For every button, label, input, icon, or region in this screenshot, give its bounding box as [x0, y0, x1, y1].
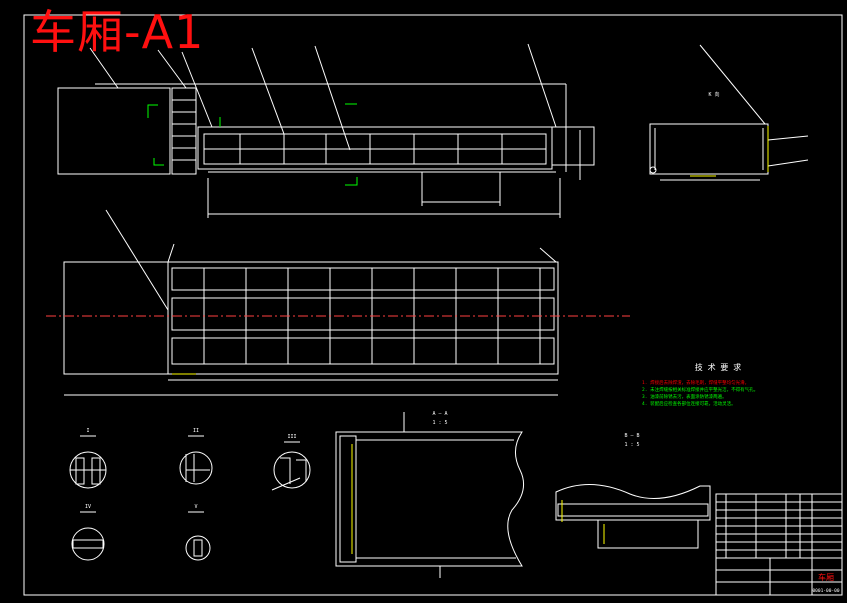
title-block-drawing-no: 0001-00-00	[812, 588, 839, 594]
drawing-title: 车厢-A1	[30, 5, 205, 59]
front-view	[57, 43, 595, 218]
section-a-a-scale: 1 : 5	[432, 420, 447, 426]
tech-req-title: 技 术 要 求	[695, 362, 741, 372]
top-view	[63, 209, 559, 396]
section-b-b-welds	[561, 500, 605, 544]
title-block-part-name: 车厢	[818, 572, 834, 582]
side-view	[649, 44, 809, 181]
detail-label-5: V	[194, 504, 197, 510]
tech-req-item-4: 4. 装配后应检查各部位连接可靠，活动灵活。	[642, 400, 736, 407]
detail-label-3: III	[287, 434, 296, 440]
view-k-label: K 向	[708, 91, 719, 98]
detail-label-underlines	[80, 435, 300, 513]
side-view-welds	[690, 126, 769, 177]
section-a-a	[335, 412, 525, 578]
section-b-b	[555, 483, 711, 549]
detail-label-4: IV	[85, 504, 91, 510]
detail-label-1: I	[86, 428, 89, 434]
detail-labels: I II III IV V	[85, 428, 297, 510]
section-a-a-label: A — A	[432, 411, 447, 417]
section-markers	[147, 103, 358, 186]
tech-req-item-2: 2. 未注焊缝按相关标准焊接并应平整光洁，不得有气孔。	[642, 386, 758, 393]
section-b-b-scale: 1 : 5	[624, 442, 639, 448]
tech-req-item-1: 1. 焊接后去除焊渣，去除毛刺，焊缝平整均匀光滑。	[642, 379, 749, 386]
tech-req-item-3: 3. 油漆前除锈去污，表面涂防锈漆两遍。	[642, 393, 727, 400]
detail-label-2: II	[193, 428, 199, 434]
title-block	[715, 493, 843, 596]
detail-views	[69, 451, 311, 561]
drawing-border	[23, 14, 843, 596]
section-b-b-label: B — B	[624, 433, 639, 439]
technical-requirements: 技 术 要 求 1. 焊接后去除焊渣，去除毛刺，焊缝平整均匀光滑。 2. 未注焊…	[642, 362, 758, 407]
